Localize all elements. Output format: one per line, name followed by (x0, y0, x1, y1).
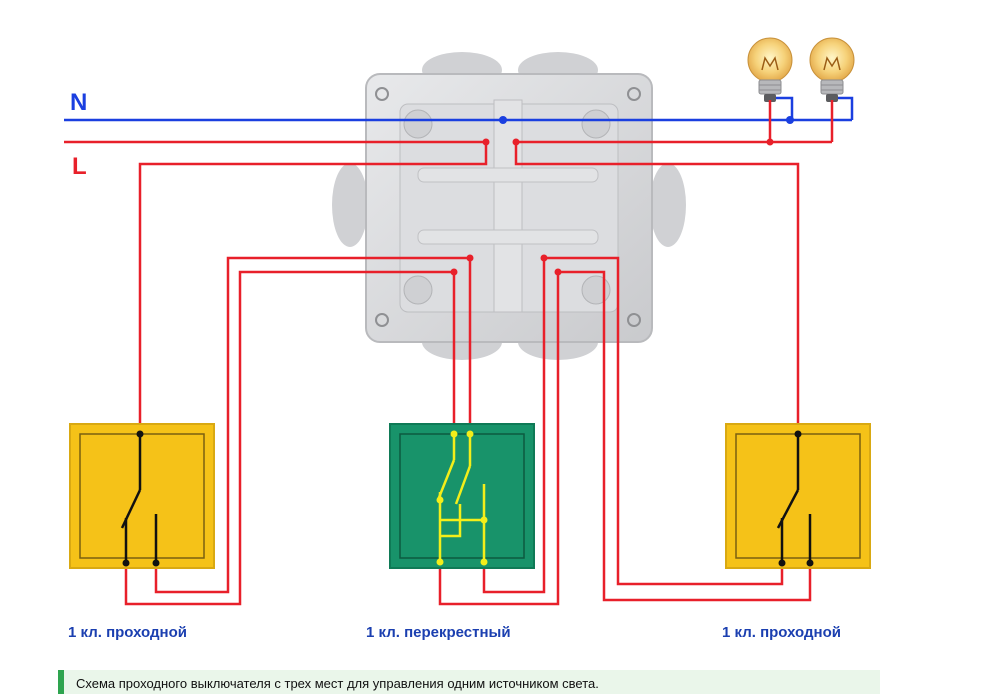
light-bulb-icon (809, 37, 855, 102)
live-wire (64, 100, 834, 606)
junction-box-icon (332, 52, 686, 360)
neutral-wire (64, 96, 854, 124)
light-bulb-icon (747, 37, 793, 102)
right-switch-label: 1 кл. проходной (722, 624, 841, 641)
caption: Схема проходного выключателя с трех мест… (58, 670, 880, 694)
live-label: L (72, 153, 87, 180)
left-switch-label: 1 кл. проходной (68, 624, 187, 641)
passthrough-switch-icon (69, 423, 215, 569)
passthrough-switch-icon (725, 423, 871, 569)
neutral-label: N (70, 89, 87, 116)
middle-switch-label: 1 кл. перекрестный (366, 624, 511, 641)
cross-switch-icon (389, 423, 535, 569)
